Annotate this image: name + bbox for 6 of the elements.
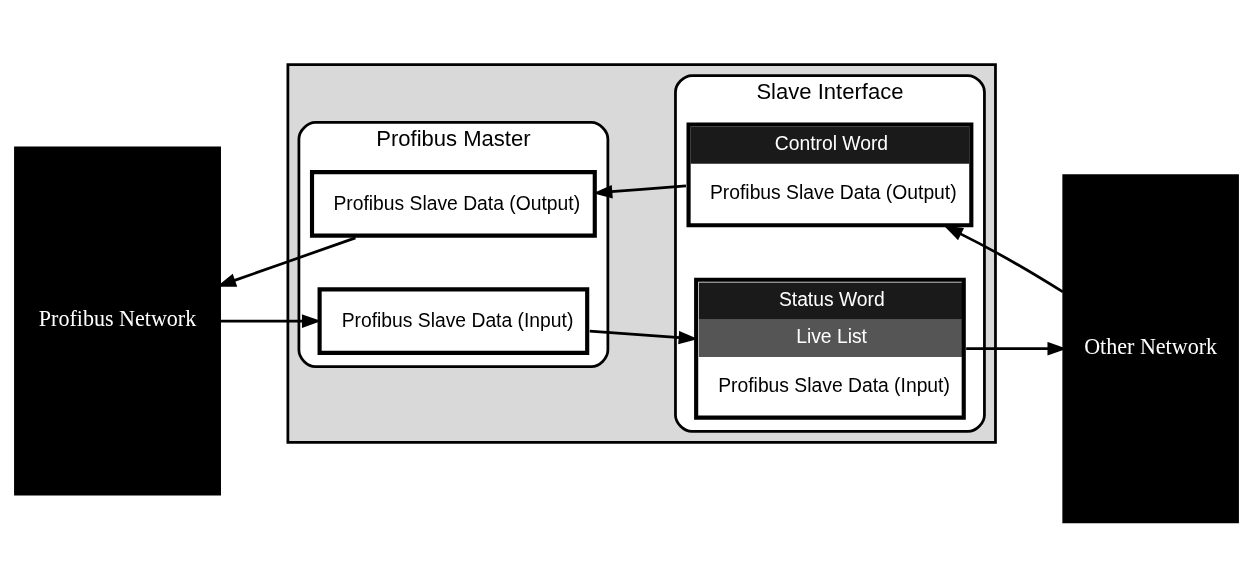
arrow [943,225,1064,294]
cluster [286,63,997,444]
node-box: Profibus Network [14,146,221,496]
arrow [593,184,687,199]
node-box: Other Network [1062,174,1239,524]
arrow [589,329,698,345]
